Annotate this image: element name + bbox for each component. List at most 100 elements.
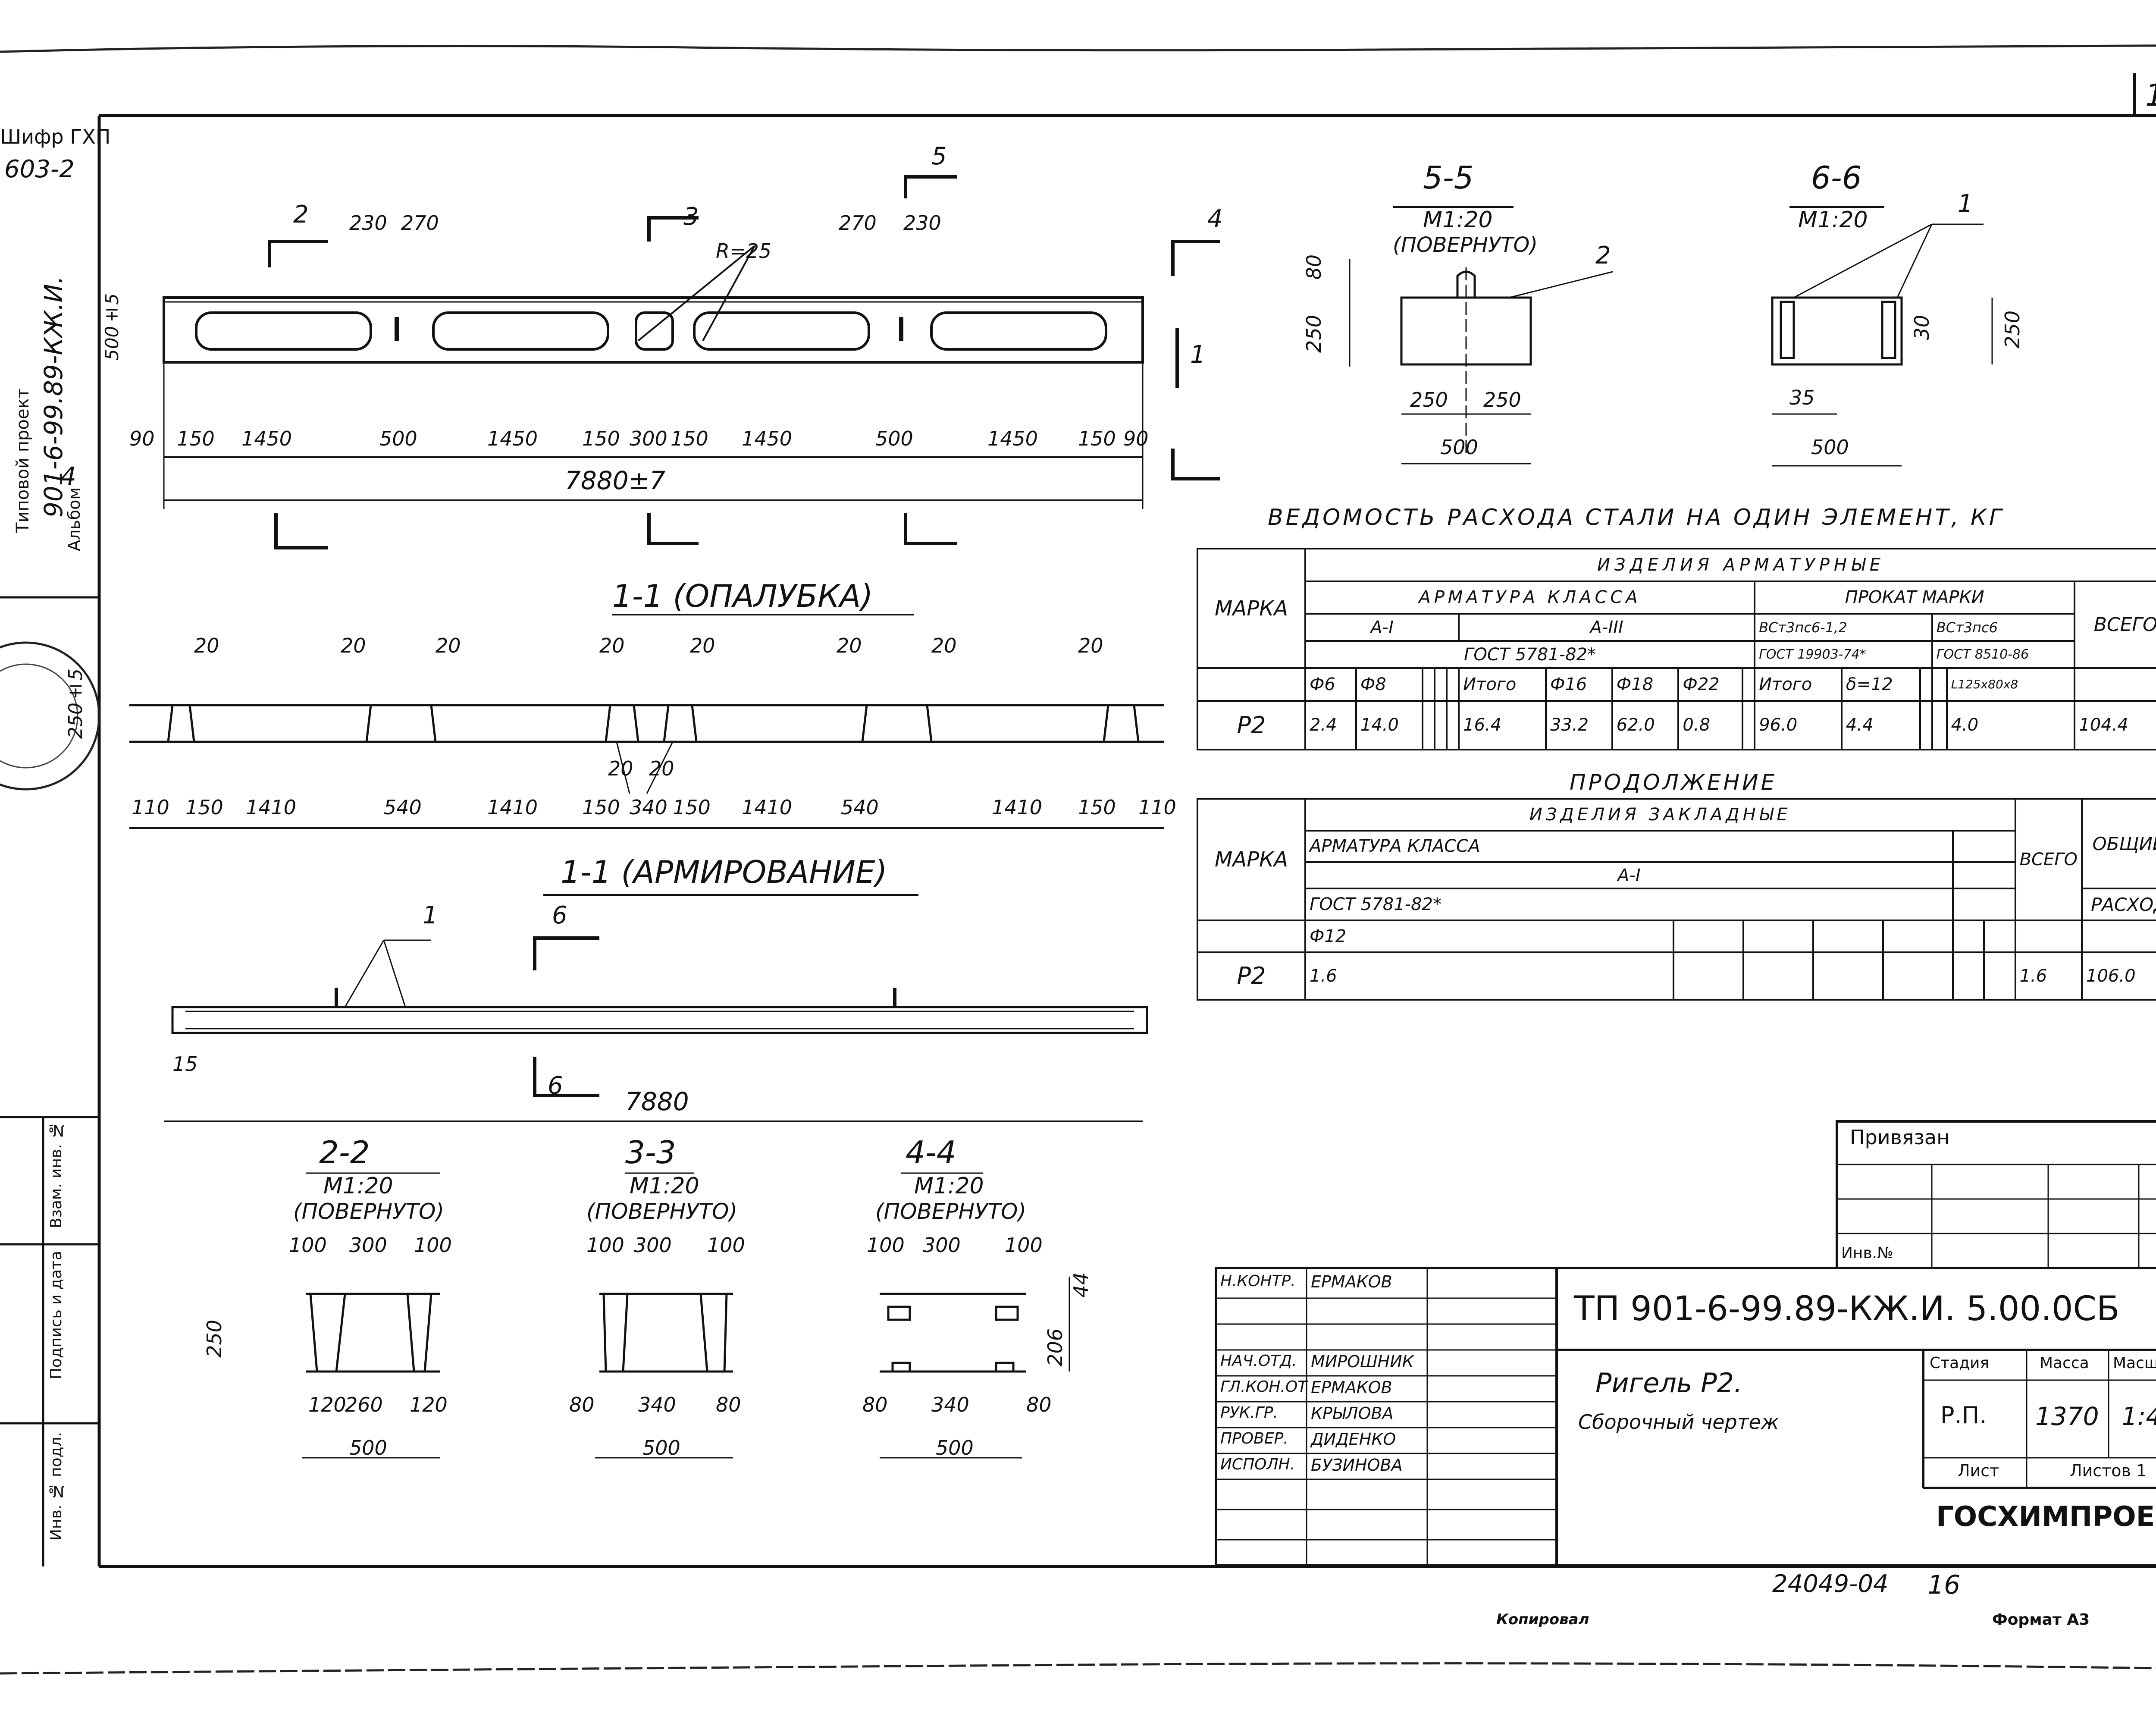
formwork-section-title: 1-1 (ОПАЛУБКА) — [612, 578, 873, 614]
cell — [1741, 700, 1756, 751]
col-header — [1919, 667, 1933, 702]
cut-label-2: 2 — [293, 201, 309, 229]
dim: 20 — [649, 757, 674, 780]
dim: 300 — [630, 427, 667, 450]
cell: 106.0 — [2081, 951, 2156, 1001]
arm-class-header: АРМАТУРА КЛАССА — [1304, 829, 1954, 863]
cell — [1812, 951, 1884, 1001]
section-2-2-drawing — [302, 1172, 440, 1459]
name: БУЗИНОВА — [1311, 1456, 1403, 1475]
row-mark: Р2 — [1197, 700, 1306, 751]
dim: 20 — [436, 634, 461, 657]
sec-6-6-dim-35: 35 — [1789, 386, 1815, 409]
sec-5-5-note: (ПОВЕРНУТО) — [1393, 233, 1538, 257]
sec-2-2-title: 2-2 — [319, 1134, 370, 1171]
stamp-page: 16 — [1927, 1570, 1961, 1600]
dim: 90 — [1123, 427, 1149, 450]
stage-value: Р.П. — [1940, 1402, 1987, 1429]
dim: 80 — [862, 1393, 888, 1416]
dim: 20 — [608, 757, 633, 780]
dim: 500 — [349, 1436, 387, 1459]
cell — [1672, 920, 1744, 953]
inv-no-label: Инв.№ — [1841, 1244, 1893, 1262]
cell — [1672, 951, 1744, 1001]
col-header: Итого — [1458, 667, 1547, 702]
cell — [1882, 920, 1954, 953]
cut-label-5: 5 — [931, 142, 947, 170]
beam-elevation — [163, 175, 1220, 549]
role: НАЧ.ОТД. — [1220, 1352, 1297, 1370]
dim: 100 — [1005, 1234, 1043, 1257]
dim: 20 — [931, 634, 957, 657]
cut-label-1: 1 — [1190, 341, 1206, 369]
dim: 1410 — [992, 796, 1043, 819]
dim: 150 — [1078, 796, 1116, 819]
cell — [1742, 920, 1814, 953]
dim: 110 — [132, 796, 169, 819]
dim: 80 — [716, 1393, 741, 1416]
cell: 1.6 — [2014, 951, 2083, 1001]
mass-header: Масса — [2040, 1354, 2089, 1372]
cell — [1812, 920, 1884, 953]
cell — [1983, 920, 2016, 953]
cell — [1952, 829, 2016, 863]
album-code: 603-2 — [4, 155, 75, 183]
sec-3-3-title: 3-3 — [625, 1134, 676, 1171]
dim: 150 — [582, 427, 620, 450]
project-label: Типовой проект — [13, 388, 33, 533]
section-3-3-drawing — [595, 1172, 733, 1459]
cell: 104.4 — [2074, 700, 2156, 751]
dim: 1450 — [487, 427, 538, 450]
cell — [1742, 951, 1814, 1001]
dim-270-right: 270 — [839, 211, 877, 235]
dim: 120 — [308, 1393, 346, 1416]
marka-header: МАРКА — [1197, 797, 1306, 922]
role: ПРОВЕР. — [1220, 1430, 1288, 1447]
dim: 500 — [936, 1436, 974, 1459]
gost-header: ГОСТ 5781-82* — [1304, 888, 1954, 922]
dim: 20 — [194, 634, 219, 657]
rashod-header: РАСХОД — [2081, 888, 2156, 922]
dim: 20 — [599, 634, 625, 657]
sec-2-2-scale: М1:20 — [323, 1173, 393, 1199]
dim: 150 — [177, 427, 215, 450]
cell: 4.4 — [1840, 700, 1921, 751]
stage-header: Стадия — [1930, 1354, 1990, 1372]
dim: 340 — [638, 1393, 676, 1416]
cell — [1952, 951, 1985, 1001]
element-name: Ригель Р2. — [1595, 1367, 1742, 1399]
cut-label-3: 3 — [683, 203, 699, 231]
cell — [1433, 700, 1448, 751]
name: ЕРМАКОВ — [1311, 1378, 1392, 1397]
dim: 300 — [923, 1234, 961, 1257]
dim: 44 — [1069, 1272, 1093, 1298]
dim: 500 — [875, 427, 913, 450]
radius-label: R=25 — [716, 239, 772, 263]
sec-4-4-scale: М1:20 — [914, 1173, 984, 1199]
sec-6-6-scale: М1:20 — [1798, 207, 1868, 233]
section-4-4-drawing — [880, 1172, 1070, 1459]
marka-header: МАРКА — [1197, 547, 1306, 669]
col-header: Ф18 — [1611, 667, 1680, 702]
cell — [1952, 920, 1985, 953]
dim: 80 — [1026, 1393, 1052, 1416]
beam-total-length: 7880±7 — [565, 466, 666, 495]
dim-230-right: 230 — [903, 211, 941, 235]
sec-4-4-note: (ПОВЕРНУТО) — [875, 1199, 1026, 1224]
dim: 500 — [379, 427, 417, 450]
cont-table-title: ПРОДОЛЖЕНИЕ — [1570, 770, 1777, 795]
reinf-cut-label-top: 6 — [552, 901, 567, 929]
cut-label-4: 4 — [1207, 205, 1223, 233]
a1-header: А-I — [1304, 613, 1460, 642]
name: МИРОШНИК — [1311, 1352, 1414, 1371]
sheet-number: 15 — [2145, 78, 2156, 113]
seal-stamp — [0, 641, 100, 791]
col-header: Ф16 — [1545, 667, 1613, 702]
dim: 20 — [341, 634, 366, 657]
section-6-6-drawing — [1771, 206, 1993, 467]
dim: 150 — [185, 796, 223, 819]
arm-class-header: АРМАТУРА КЛАССА — [1304, 580, 1756, 615]
sec-5-5-scale: М1:20 — [1423, 207, 1493, 233]
vsego-header: ВСЕГО — [2014, 797, 2083, 922]
dim: 260 — [345, 1393, 383, 1416]
